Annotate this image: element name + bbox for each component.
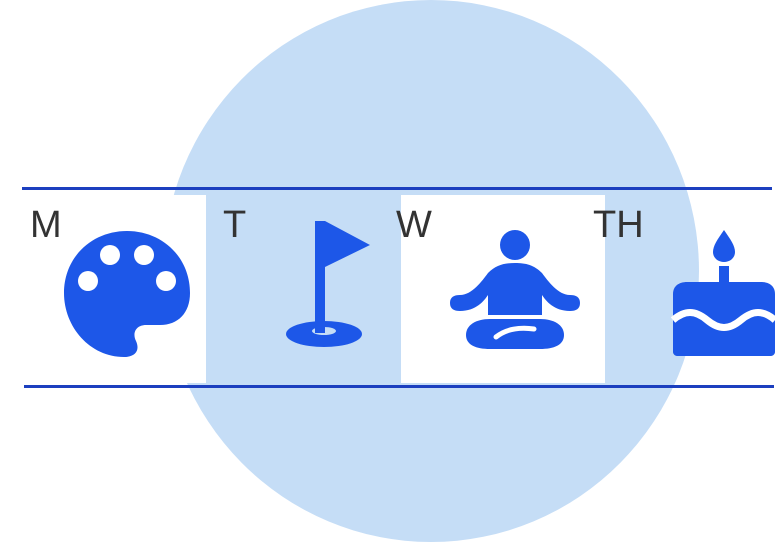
birthday-cake-icon <box>671 228 777 356</box>
day-label-tuesday: T <box>223 204 247 246</box>
top-divider <box>22 187 772 190</box>
day-label-wednesday: W <box>396 204 432 246</box>
day-label-monday: M <box>30 204 62 246</box>
day-label-thursday: TH <box>593 204 644 246</box>
meditation-icon <box>446 229 584 353</box>
palette-icon <box>62 229 192 359</box>
golf-flag-icon <box>284 219 374 349</box>
bottom-divider <box>24 385 774 388</box>
